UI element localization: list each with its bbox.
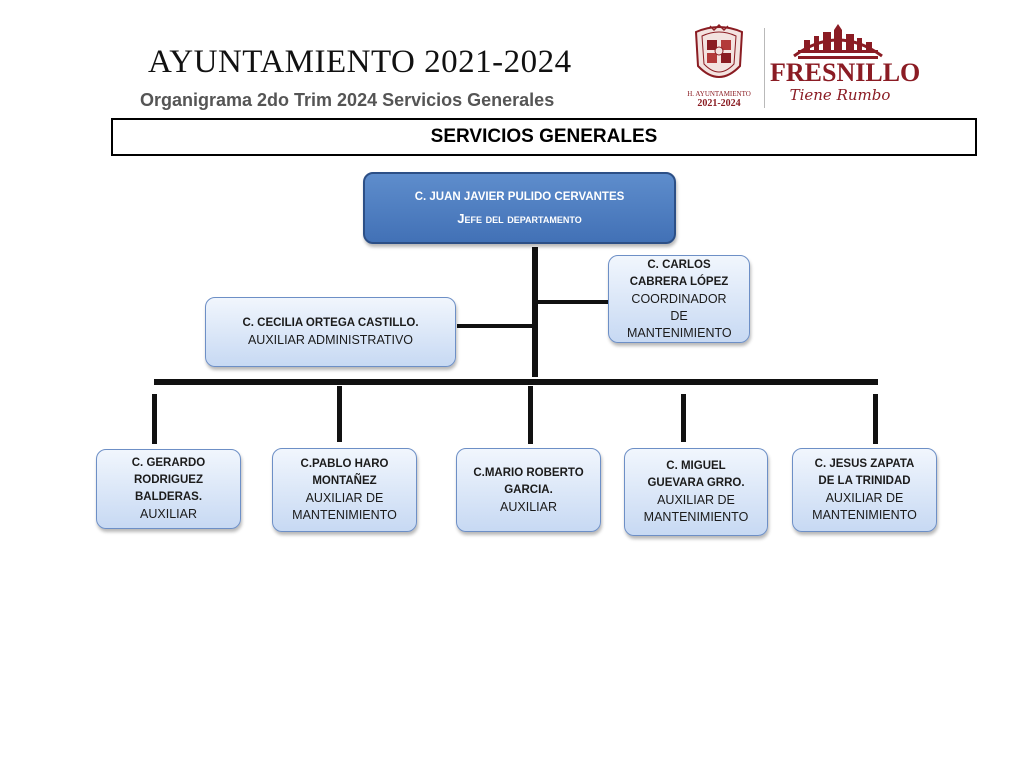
connector-staff-bus [154,379,878,385]
staff-5-role: AUXILIAR DE MANTENIMIENTO [812,491,917,522]
staff-4-name: C. MIGUEL GUEVARA GRRO. [647,460,745,489]
section-banner: SERVICIOS GENERALES [111,118,977,156]
coordinator-role: COORDINADOR DE MANTENIMIENTO [627,291,732,340]
org-box-head: C. JUAN JAVIER PULIDO CERVANTES Jefe del… [363,172,676,244]
staff-1-role: AUXILIAR [140,507,197,521]
connector-staff-3 [528,386,533,444]
org-box-admin: C. CECILIA ORTEGA CASTILLO. AUXILIAR ADM… [205,297,456,367]
connector-staff-2 [337,386,342,442]
coordinator-name: C. CARLOS CABRERA LÓPEZ [629,258,729,288]
seal-caption-line1: H. AYUNTAMIENTO [687,90,751,98]
org-box-coordinator: C. CARLOS CABRERA LÓPEZ COORDINADOR DE M… [608,255,750,343]
document-title: AYUNTAMIENTO 2021-2024 [148,44,572,80]
staff-2-role: AUXILIAR DE MANTENIMIENTO [292,491,397,522]
staff-3-name: C.MARIO ROBERTO GARCIA. [473,466,584,496]
seal-caption-line2: 2021-2024 [697,98,741,109]
admin-role: AUXILIAR ADMINISTRATIVO [247,333,414,347]
seal-caption: H. AYUNTAMIENTO 2021-2024 [680,90,758,109]
org-box-staff-3: C.MARIO ROBERTO GARCIA. AUXILIAR [456,448,601,532]
staff-4-role: AUXILIAR DE MANTENIMIENTO [643,493,749,524]
brand-tagline: Tiene Rumbo [789,86,891,104]
staff-5-name: C. JESUS ZAPATA DE LA TRINIDAD [814,458,915,487]
document-subtitle: Organigrama 2do Trim 2024 Servicios Gene… [140,90,555,110]
connector-head-trunk [532,247,538,377]
org-box-staff-2: C.PABLO HARO MONTAÑEZ AUXILIAR DE MANTEN… [272,448,417,532]
connector-staff-4 [681,394,686,442]
connector-staff-1 [152,394,157,444]
brand-name: FRESNILLO [770,58,921,87]
connector-staff-5 [873,394,878,444]
staff-1-name: C. GERARDO RODRIGUEZ BALDERAS. [131,457,206,503]
city-skyline-icon [793,24,883,59]
logo-divider [764,28,765,108]
staff-3-role: AUXILIAR [500,499,557,514]
org-box-staff-4: C. MIGUEL GUEVARA GRRO. AUXILIAR DE MANT… [624,448,768,536]
admin-name: C. CECILIA ORTEGA CASTILLO. [242,317,419,329]
connector-coordinator [538,300,610,304]
connector-admin [457,324,532,328]
staff-2-name: C.PABLO HARO MONTAÑEZ [300,458,389,487]
org-box-staff-1: C. GERARDO RODRIGUEZ BALDERAS. AUXILIAR [96,449,241,529]
org-box-staff-5: C. JESUS ZAPATA DE LA TRINIDAD AUXILIAR … [792,448,937,532]
coat-of-arms-icon [694,23,744,78]
head-role: Jefe del departamento [457,211,582,226]
head-name: C. JUAN JAVIER PULIDO CERVANTES [414,191,625,203]
